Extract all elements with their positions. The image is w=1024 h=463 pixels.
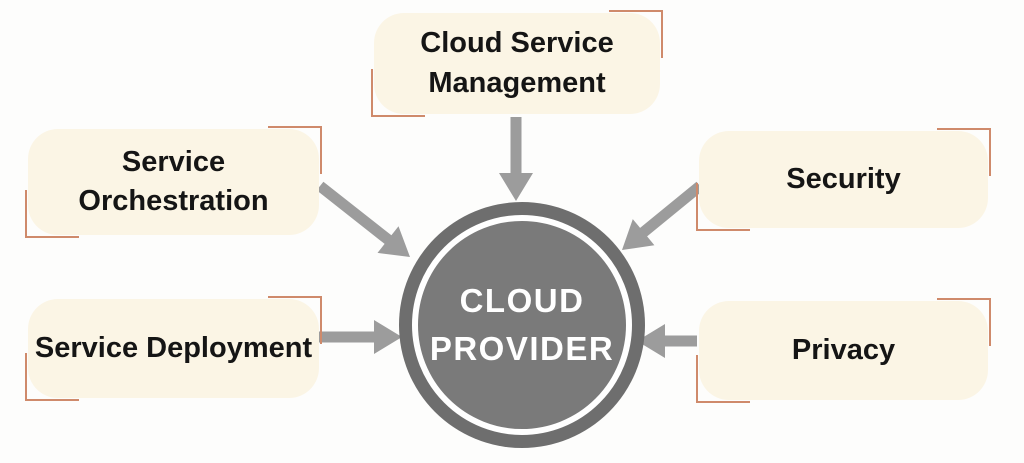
node-service-orchestration: Service Orchestration xyxy=(25,126,322,238)
arrow-from-security xyxy=(622,181,704,250)
node-security: Security xyxy=(696,128,991,231)
node-label: Security xyxy=(786,162,901,195)
node-service-deployment: Service Deployment xyxy=(25,296,322,401)
node-label: Cloud Service Management xyxy=(420,27,614,99)
arrow-from-privacy xyxy=(637,324,697,358)
arrow-from-service-orchestration xyxy=(316,181,410,257)
center-node-label: CLOUD PROVIDER xyxy=(399,202,645,448)
center-label-line1: CLOUD xyxy=(459,282,585,319)
node-privacy: Privacy xyxy=(696,298,991,403)
center-label-line2: PROVIDER xyxy=(429,330,615,367)
center-node-cloud-provider: CLOUD PROVIDER xyxy=(399,202,645,448)
circle-inner-ring xyxy=(412,215,632,435)
arrow-from-cloud-service-management xyxy=(499,117,533,201)
node-label: Service Orchestration xyxy=(78,145,269,217)
node-label: Service Deployment xyxy=(34,331,313,364)
node-label: Privacy xyxy=(791,333,896,366)
arrow-from-service-deployment xyxy=(318,320,402,354)
node-cloud-service-management: Cloud Service Management xyxy=(371,10,663,117)
